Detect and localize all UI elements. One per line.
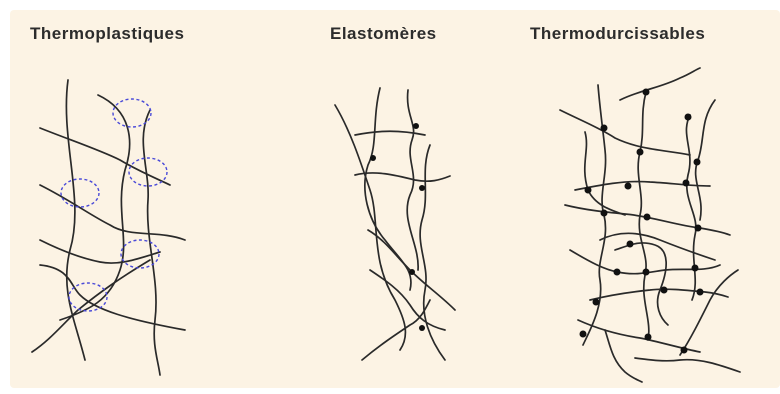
crosslink-point [419,185,425,191]
crosslink-point [694,159,701,166]
elastomer-structure [335,88,455,360]
crosslink-point [643,269,650,276]
crosslink-point [580,331,587,338]
crosslink-point [419,325,425,331]
polymer-chain [615,243,668,325]
crosslink-point [695,225,702,232]
polymer-chain [40,185,185,240]
crosslink-point [645,334,652,341]
crosslink-point [614,269,621,276]
crosslink-point [661,287,668,294]
crosslink-point [692,265,699,272]
polymer-chain [680,270,738,355]
crosslink-point [585,187,592,194]
crosslink-point [685,114,692,121]
polymer-chain [355,131,425,135]
polymer-chain [365,88,411,290]
polymer-chain [635,358,740,372]
polymer-chain [355,173,450,181]
entanglement-marker [61,179,99,207]
crosslink-point [409,269,415,275]
crosslink-point [697,289,704,296]
entanglement-marker [113,99,151,127]
crosslink-point [683,180,690,187]
crosslink-point [625,183,632,190]
polymer-chain [575,182,710,190]
polymer-chain [620,68,700,100]
crosslink-point [637,149,644,156]
polymer-chain [40,240,160,263]
polymer-chain [335,105,405,350]
polymer-chain [578,320,700,352]
crosslink-point [627,241,634,248]
thermoplastic-structure [32,80,185,375]
thermoset-structure [560,68,740,382]
crosslink-point [681,347,688,354]
crosslink-point [601,210,608,217]
crosslink-point [370,155,376,161]
polymer-chain [560,110,690,155]
polymer-chain [370,270,445,330]
crosslink-point [413,123,419,129]
crosslink-point [643,89,650,96]
polymer-chain [40,128,170,185]
polymer-chain [686,115,695,300]
crosslink-point [593,299,600,306]
crosslink-point [644,214,651,221]
polymer-chain [60,95,130,320]
crosslink-point [601,125,608,132]
